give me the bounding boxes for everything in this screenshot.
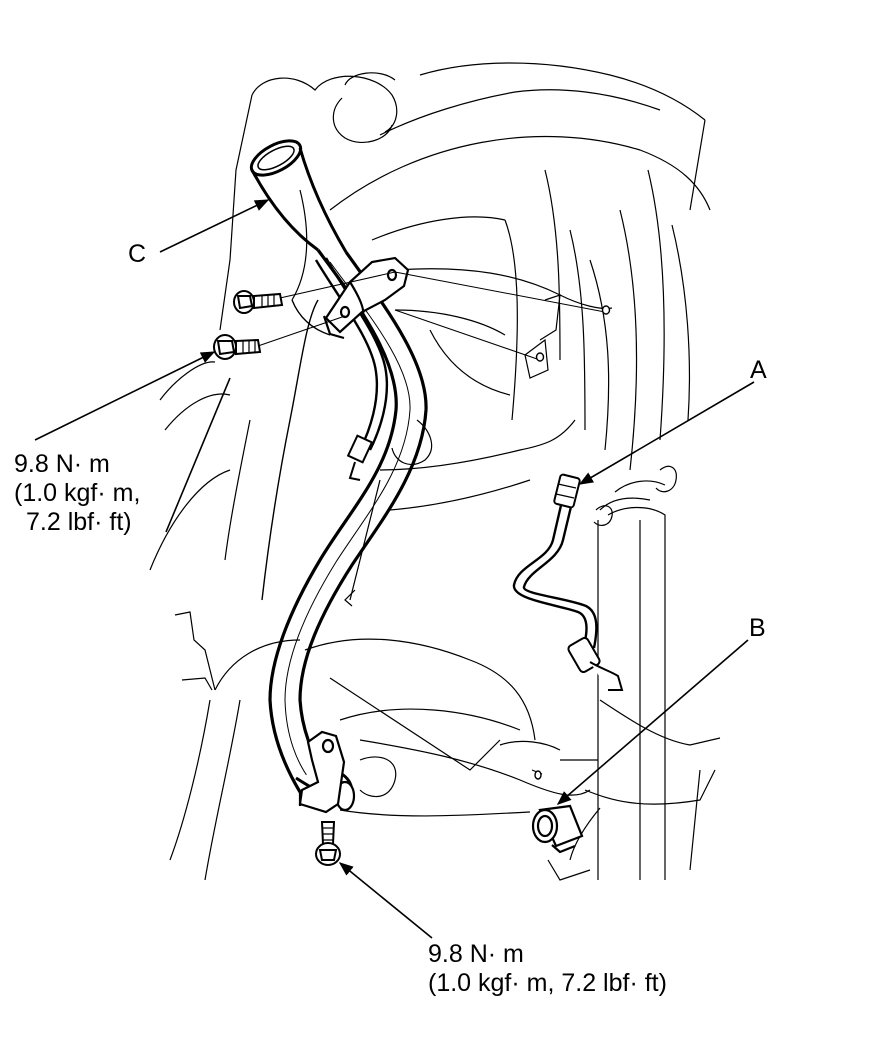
torque-upper-line3: 7.2 lbf· ft): [26, 508, 132, 536]
callout-label-a: A: [750, 356, 767, 384]
callout-arrows: [34, 199, 755, 939]
upper-bolt-2: [213, 334, 262, 360]
fuel-filler-pipe: [249, 139, 428, 812]
torque-upper-leader: [165, 377, 231, 533]
mounting-holes: [534, 305, 611, 780]
torque-upper-line1: 9.8 N· m: [14, 450, 110, 478]
torque-lower-line1: 9.8 N· m: [428, 940, 524, 968]
torque-upper-line2: (1.0 kgf· m,: [14, 479, 141, 507]
callout-label-b: B: [749, 614, 766, 642]
arrow-a: [578, 381, 755, 485]
torque-spec-lower: 9.8 N· m (1.0 kgf· m, 7.2 lbf· ft): [428, 940, 667, 998]
upper-bolt-1: [233, 290, 284, 314]
lower-bolt: [315, 821, 341, 866]
bolt-leader-lines: [257, 271, 606, 361]
arrow-torque-upper: [34, 351, 216, 441]
vehicle-body-outline: [149, 62, 721, 881]
arrow-torque-lower: [338, 862, 433, 939]
hose-connection-b: [531, 804, 584, 854]
vapor-hose-a: [512, 473, 624, 691]
lower-pipe-bracket: [298, 730, 346, 814]
callout-label-c: C: [128, 240, 147, 268]
upper-pipe-bracket: [322, 256, 410, 340]
arrow-b: [556, 639, 749, 805]
torque-lower-line2: (1.0 kgf· m, 7.2 lbf· ft): [428, 969, 667, 997]
arrow-c: [159, 199, 270, 253]
torque-spec-upper: 9.8 N· m (1.0 kgf· m, 7.2 lbf· ft): [14, 450, 140, 537]
